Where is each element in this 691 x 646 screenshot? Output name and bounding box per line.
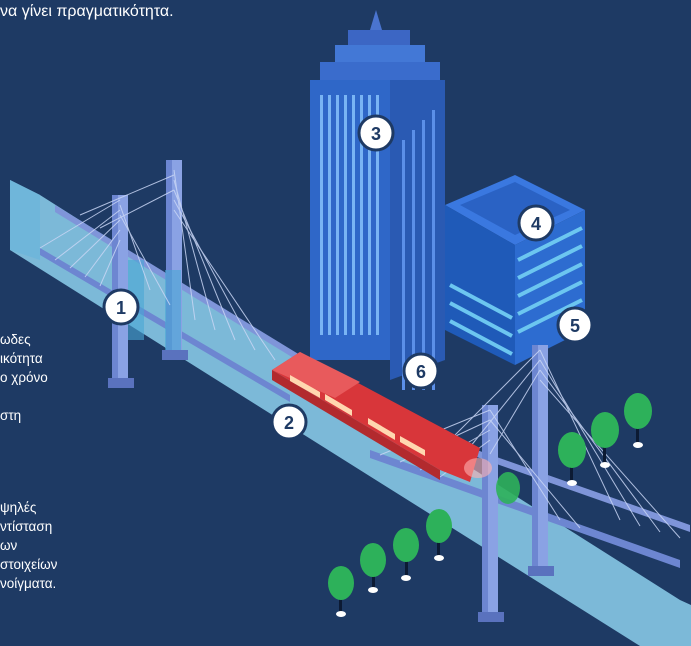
left-bridge [39,160,300,402]
trees [328,393,652,617]
side-text-line: ικότητα [0,351,43,366]
tree [591,412,619,468]
bridge-pillar [478,405,504,622]
marker-label: 4 [531,214,541,234]
headline-text: να γίνει πραγματικότητα. [0,3,174,20]
window-grid [320,95,379,335]
train-windows [290,375,425,456]
building-floors [449,226,583,356]
side-text-line: ο χρόνο [0,370,48,385]
side-text-upper: ωδες ικότητα ο χρόνο στη [0,330,48,425]
marker-label: 5 [570,316,580,336]
side-text-line: ωδες [0,332,31,347]
bridge-pillar [528,345,554,576]
tree [393,528,419,581]
tower-stripes [402,110,435,390]
tree [426,509,452,561]
marker-label: 6 [416,362,426,382]
side-text-line: στοιχείων [0,557,58,572]
marker-label: 2 [284,413,294,433]
marker-2[interactable]: 2 [270,403,308,441]
side-text-line: ντίσταση [0,519,53,534]
skyscraper [310,10,445,390]
marker-label: 3 [371,124,381,144]
side-text-lower: ψηλές ντίσταση ων στοιχείων νοίγματα. [0,498,57,593]
marker-5[interactable]: 5 [556,306,594,344]
train [272,352,492,482]
side-text-line: ψηλές [0,500,37,515]
marker-6[interactable]: 6 [402,352,440,390]
bridge-cables [39,169,276,361]
marker-1[interactable]: 1 [102,288,140,326]
tree [328,566,354,617]
tree [558,432,586,486]
marker-label: 1 [116,298,126,318]
right-bridge [370,345,690,622]
tree [496,472,520,504]
side-text-line: στη [0,408,22,423]
marker-4[interactable]: 4 [517,204,555,242]
side-text-line: ων [0,538,18,553]
tree [360,543,386,593]
bridge-pillar [108,195,134,388]
tree [624,393,652,448]
side-text-line: νοίγματα. [0,576,57,591]
marker-3[interactable]: 3 [357,114,395,152]
